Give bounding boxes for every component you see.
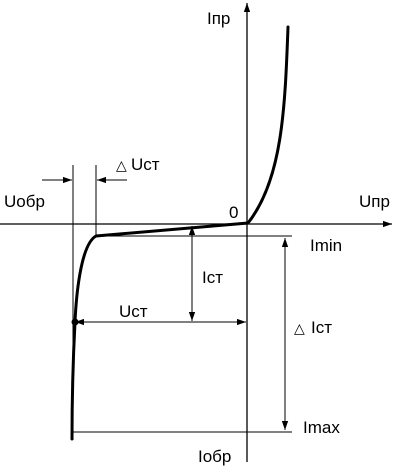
label-i-min: Imin [310,236,342,255]
iv-characteristic-curve [70,25,290,441]
label-origin: 0 [229,203,238,222]
label-delta-i-st: Iст [311,318,332,337]
label-i-max: Imax [303,418,340,437]
delta-symbol-i: △ [294,321,305,337]
label-delta-u-st: Uст [131,155,160,174]
label-current-reverse: Iобр [198,447,231,466]
label-voltage-reverse: Uобр [4,192,45,211]
delta-symbol-u: △ [116,158,127,174]
label-i-st: Iст [202,268,223,287]
label-u-st: Uст [119,302,148,321]
operating-point-dot [71,318,79,326]
label-voltage-forward: Uпр [359,192,390,211]
label-current-forward: Iпр [207,9,230,28]
